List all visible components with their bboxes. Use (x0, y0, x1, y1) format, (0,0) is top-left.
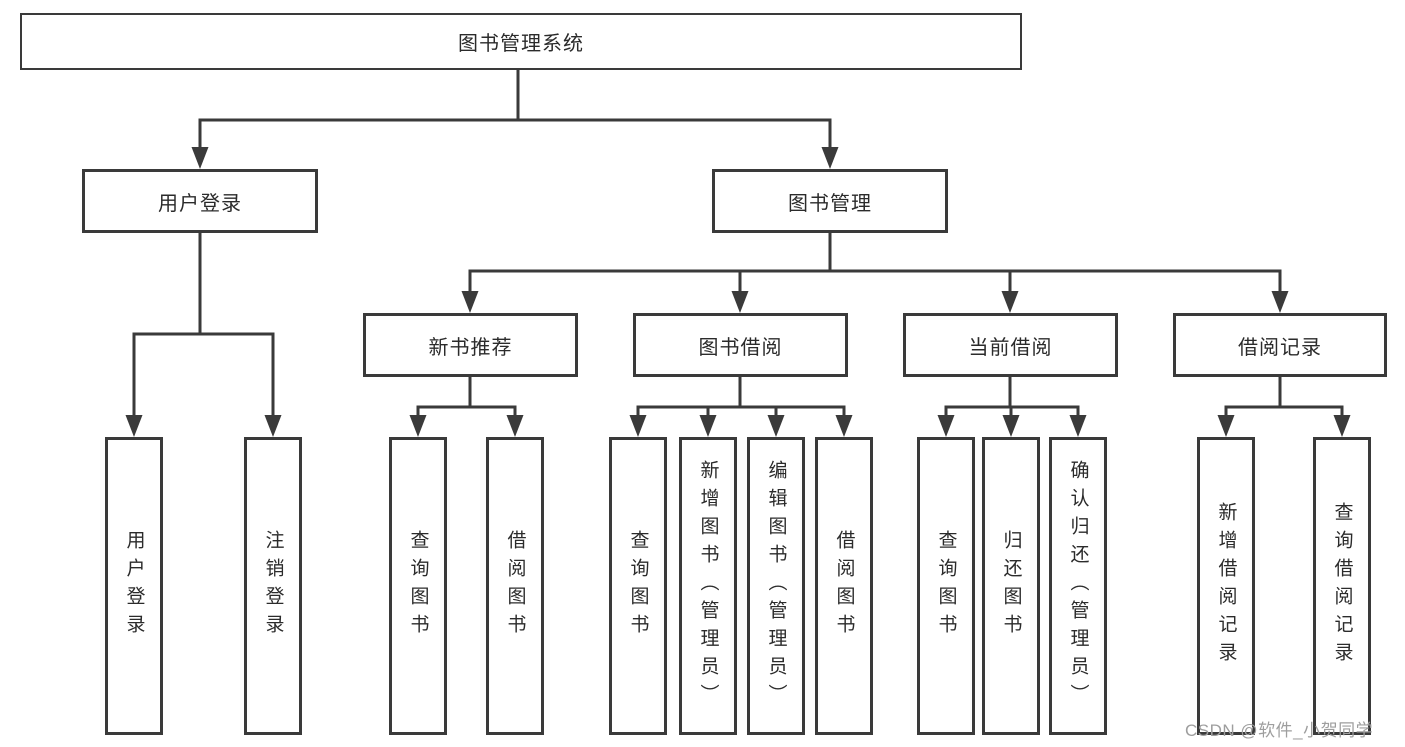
leaf-edit-book-admin: 编辑图书（管理员） (747, 437, 805, 735)
leaf-label: 归还图书 (1000, 530, 1022, 642)
leaf-query-books-recommend: 查询图书 (389, 437, 447, 735)
csdn-watermark: CSDN @软件_小贺同学 (1185, 721, 1374, 740)
node-borrowing-records: 借阅记录 (1173, 313, 1387, 377)
leaf-query-books-borrowing: 查询图书 (609, 437, 667, 735)
leaf-label: 编辑图书（管理员） (765, 460, 787, 712)
leaf-query-books-current: 查询图书 (917, 437, 975, 735)
leaf-logout: 注销登录 (244, 437, 302, 735)
leaf-label: 新增图书（管理员） (697, 460, 719, 712)
leaf-label: 查询图书 (935, 530, 957, 642)
leaf-add-book-admin: 新增图书（管理员） (679, 437, 737, 735)
leaf-query-borrow-record: 查询借阅记录 (1313, 437, 1371, 735)
leaf-label: 新增借阅记录 (1215, 502, 1237, 670)
leaf-label: 查询借阅记录 (1331, 502, 1353, 670)
leaf-borrow-books-recommend: 借阅图书 (486, 437, 544, 735)
leaf-label: 确认归还（管理员） (1067, 460, 1089, 712)
leaf-user-login: 用户登录 (105, 437, 163, 735)
node-library-management-system: 图书管理系统 (20, 13, 1022, 70)
leaf-label: 查询图书 (407, 530, 429, 642)
leaf-label: 借阅图书 (504, 530, 526, 642)
node-user-login: 用户登录 (82, 169, 318, 233)
leaf-confirm-return-admin: 确认归还（管理员） (1049, 437, 1107, 735)
node-new-book-recommendation: 新书推荐 (363, 313, 578, 377)
leaf-borrow-books: 借阅图书 (815, 437, 873, 735)
node-current-borrowing: 当前借阅 (903, 313, 1118, 377)
leaf-return-books: 归还图书 (982, 437, 1040, 735)
leaf-label: 注销登录 (262, 530, 284, 642)
leaf-label: 借阅图书 (833, 530, 855, 642)
node-book-borrowing: 图书借阅 (633, 313, 848, 377)
leaf-label: 查询图书 (627, 530, 649, 642)
leaf-label: 用户登录 (123, 530, 145, 642)
leaf-add-borrow-record: 新增借阅记录 (1197, 437, 1255, 735)
node-book-management: 图书管理 (712, 169, 948, 233)
